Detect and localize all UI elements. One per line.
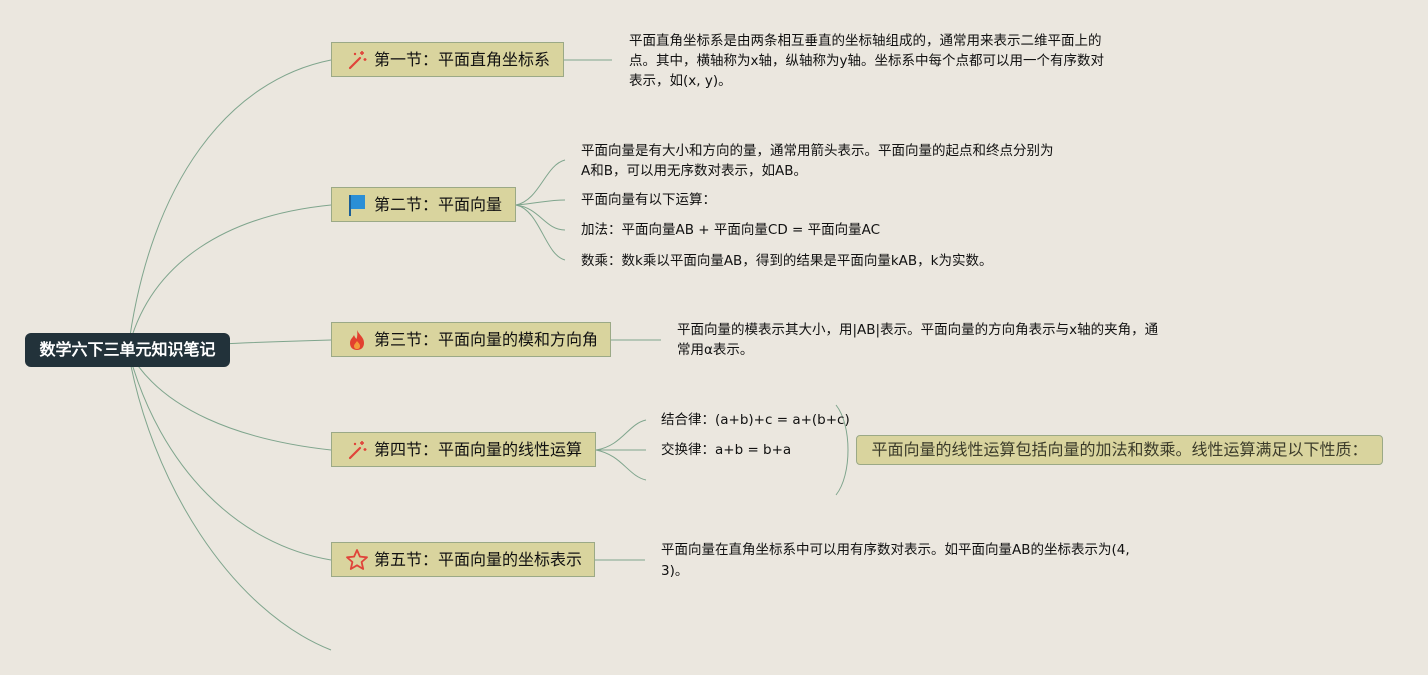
magic-wand-icon	[345, 48, 369, 72]
note-text: 交换律：a+b = b+a	[661, 442, 792, 458]
summary-box[interactable]: 平面向量的线性运算包括向量的加法和数乘。线性运算满足以下性质：	[856, 435, 1383, 465]
topic-label: 第五节：平面向量的坐标表示	[374, 550, 583, 569]
note-text: 平面向量有以下运算：	[581, 192, 716, 208]
topic-section-3[interactable]: 第三节：平面向量的模和方向角	[331, 322, 611, 357]
note-text: 表示，如(x, y)。	[629, 73, 732, 89]
note-text: 平面向量在直角坐标系中可以用有序数对表示。如平面向量AB的坐标表示为(4,	[661, 542, 1130, 558]
blue-flag-icon	[345, 193, 369, 217]
star-outline-icon	[345, 548, 369, 572]
note-text: 常用α表示。	[677, 342, 754, 358]
note-text: 结合律：(a+b)+c = a+(b+c)	[661, 412, 850, 428]
root-topic[interactable]: 数学六下三单元知识笔记	[25, 333, 230, 367]
note-text: 加法：平面向量AB + 平面向量CD = 平面向量AC	[581, 222, 881, 238]
topic-label: 第二节：平面向量	[374, 195, 503, 214]
topic-label: 第四节：平面向量的线性运算	[374, 440, 583, 459]
topic-section-1[interactable]: 第一节：平面直角坐标系	[331, 42, 564, 77]
note-text: 数乘：数k乘以平面向量AB，得到的结果是平面向量kAB，k为实数。	[581, 253, 993, 269]
note-text: 点。其中，横轴称为x轴，纵轴称为y轴。坐标系中每个点都可以用一个有序数对	[629, 53, 1104, 69]
topic-section-2[interactable]: 第二节：平面向量	[331, 187, 516, 222]
magic-wand-icon	[345, 438, 369, 462]
topic-section-4[interactable]: 第四节：平面向量的线性运算	[331, 432, 596, 467]
note-text: 平面向量的模表示其大小，用|AB|表示。平面向量的方向角表示与x轴的夹角，通	[677, 322, 1159, 338]
note-text: A和B，可以用无序数对表示，如AB。	[581, 163, 807, 179]
topic-label: 第三节：平面向量的模和方向角	[374, 330, 599, 349]
topic-section-5[interactable]: 第五节：平面向量的坐标表示	[331, 542, 595, 577]
note-text: 平面直角坐标系是由两条相互垂直的坐标轴组成的，通常用来表示二维平面上的	[629, 33, 1102, 49]
topic-label: 第一节：平面直角坐标系	[374, 50, 551, 69]
note-text: 3)。	[661, 563, 689, 579]
note-text: 平面向量是有大小和方向的量，通常用箭头表示。平面向量的起点和终点分别为	[581, 143, 1054, 159]
fire-icon	[345, 328, 369, 352]
